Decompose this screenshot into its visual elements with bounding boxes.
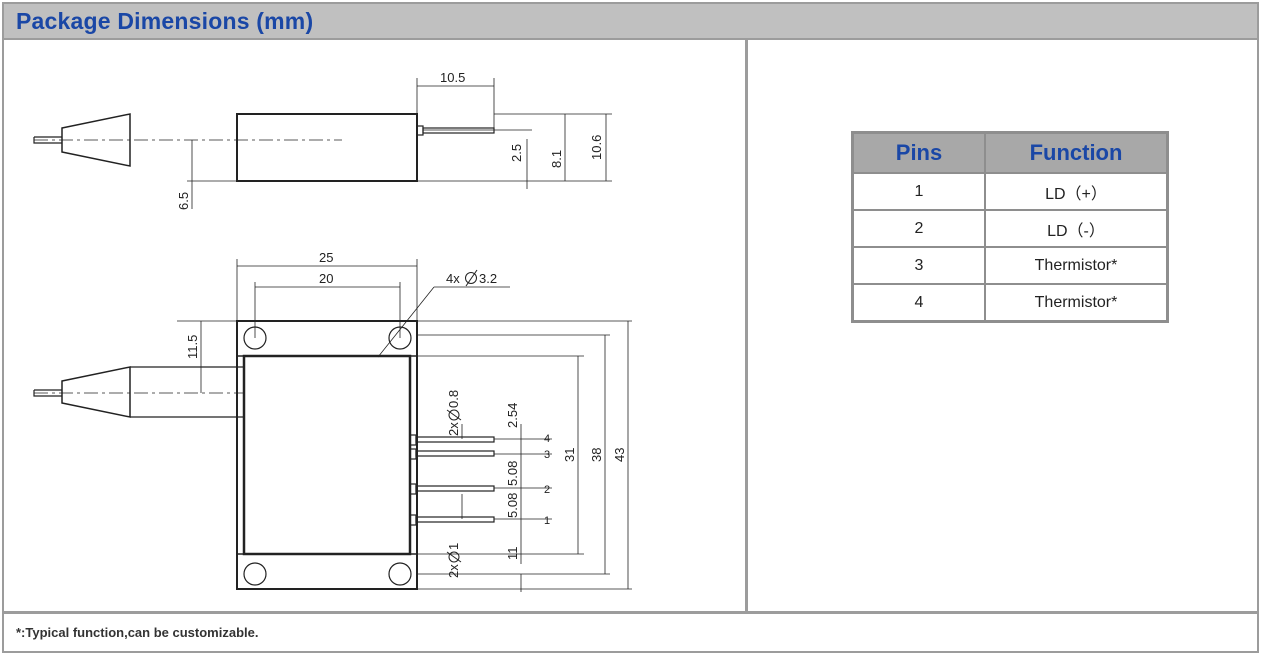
section-header: Package Dimensions (mm): [4, 4, 1257, 40]
pin-number-4: 4: [544, 433, 550, 445]
dim-0-8: 0.8: [446, 390, 461, 408]
dim-11: 11: [505, 547, 520, 561]
top-view: [33, 259, 632, 592]
footnote: *:Typical function,can be customizable.: [16, 625, 259, 640]
table-header-row: Pins Function: [851, 131, 1169, 174]
dim-43: 43: [612, 448, 627, 462]
dim-4x: 4x: [446, 271, 460, 286]
pin-cell: 4: [851, 283, 986, 323]
dim-31: 31: [562, 448, 577, 462]
pin-cell: 2: [851, 209, 986, 248]
column-divider: [745, 40, 748, 613]
section-title: Package Dimensions (mm): [16, 8, 314, 34]
dim-5-08-upper: 5.08: [505, 461, 520, 486]
dim-1: 1: [446, 543, 461, 550]
pin-cell: 3: [851, 246, 986, 285]
function-cell: LD（+）: [984, 172, 1169, 211]
dim-3-2: 3.2: [479, 271, 497, 286]
pin-number-2: 2: [544, 484, 550, 496]
side-view: [33, 78, 612, 209]
table-row: 1 LD（+）: [851, 172, 1169, 211]
function-cell: LD（-）: [984, 209, 1169, 248]
diameter-icon: [446, 551, 462, 563]
dim-8-1: 8.1: [549, 150, 564, 168]
dim-2x-hole: 2x: [446, 564, 461, 578]
function-cell: Thermistor*: [984, 246, 1169, 285]
dim-5-08-lower: 5.08: [505, 493, 520, 518]
dim-10-6: 10.6: [589, 135, 604, 160]
dim-10-5: 10.5: [440, 70, 465, 85]
table-row: 2 LD（-）: [851, 209, 1169, 248]
dim-2x-pin: 2x: [446, 422, 461, 436]
column-header-pins: Pins: [851, 131, 986, 174]
dim-2-5: 2.5: [509, 144, 524, 162]
dim-11-5: 11.5: [185, 335, 200, 359]
pins-function-table: Pins Function 1 LD（+） 2 LD（-） 3 Thermist…: [851, 131, 1169, 323]
column-header-function: Function: [984, 131, 1169, 174]
pin-number-3: 3: [544, 449, 550, 461]
pin-cell: 1: [851, 172, 986, 211]
dim-20: 20: [319, 271, 333, 286]
diameter-icon: [465, 269, 478, 287]
dim-2-54: 2.54: [505, 403, 520, 428]
function-cell: Thermistor*: [984, 283, 1169, 323]
table-row: 4 Thermistor*: [851, 283, 1169, 323]
dim-25: 25: [319, 250, 333, 265]
table-row: 3 Thermistor*: [851, 246, 1169, 285]
dim-6-5: 6.5: [176, 192, 191, 210]
dimension-drawing: 10.5 2.5 8.1 10.6 6.5 25 20 4x 3.2 11.5 …: [12, 44, 742, 609]
mechanical-drawing: 10.5 2.5 8.1 10.6 6.5 25 20 4x 3.2 11.5 …: [33, 70, 632, 592]
pin-number-1: 1: [544, 515, 550, 527]
diameter-icon: [446, 409, 462, 421]
footer-divider: [4, 611, 1257, 614]
dim-38: 38: [589, 448, 604, 462]
